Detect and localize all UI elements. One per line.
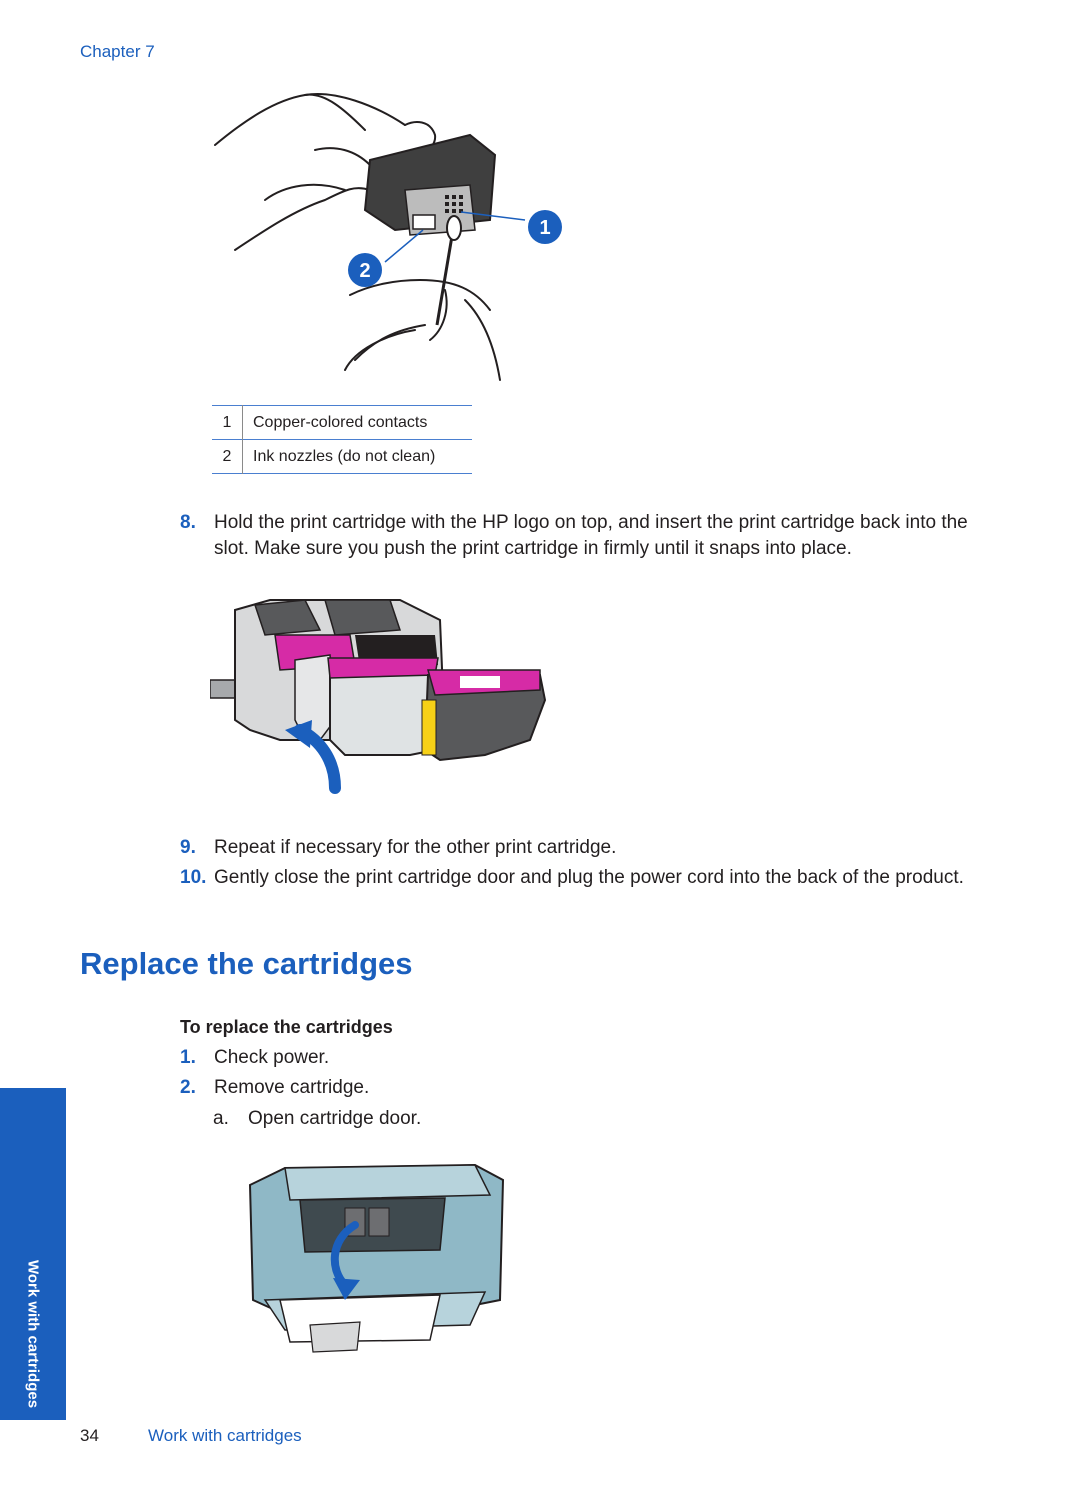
procedure-step-1: 1. Check power. <box>180 1045 780 1071</box>
step-number: 10. <box>180 867 207 888</box>
step-text: Hold the print cartridge with the HP log… <box>214 512 968 559</box>
step-number: 8. <box>180 512 196 533</box>
step-text: Repeat if necessary for the other print … <box>214 837 617 858</box>
printer-open-door-illustration <box>248 1163 505 1353</box>
procedure-substep-a: a. Open cartridge door. <box>213 1106 773 1132</box>
procedure-step-2: 2. Remove cartridge. <box>180 1075 780 1101</box>
callout-2: 2 <box>359 260 370 282</box>
page-number: 34 <box>80 1426 99 1445</box>
step-8: 8. Hold the print cartridge with the HP … <box>180 510 990 566</box>
callout-1: 1 <box>539 217 550 239</box>
step-number: 2. <box>180 1077 196 1098</box>
footer-chapter-title: Work with cartridges <box>148 1426 302 1445</box>
cartridge-insert-illustration <box>210 599 547 794</box>
procedure-title: To replace the cartridges <box>180 1017 393 1037</box>
chapter-header: Chapter 7 <box>80 42 155 61</box>
legend-text: Ink nozzles (do not clean) <box>253 447 436 465</box>
legend-row: 2 Ink nozzles (do not clean) <box>212 439 472 474</box>
figure-legend: 1 Copper-colored contacts 2 Ink nozzles … <box>212 405 472 474</box>
legend-row: 1 Copper-colored contacts <box>212 405 472 440</box>
step-9: 9. Repeat if necessary for the other pri… <box>180 835 990 861</box>
step-text: Remove cartridge. <box>214 1077 370 1098</box>
legend-num: 2 <box>212 439 243 474</box>
legend-text: Copper-colored contacts <box>253 413 428 431</box>
step-10: 10. Gently close the print cartridge doo… <box>180 865 990 921</box>
step-text: Check power. <box>214 1047 330 1068</box>
step-number: 9. <box>180 837 196 858</box>
section-title: Replace the cartridges <box>80 946 413 981</box>
substep-text: Open cartridge door. <box>248 1108 422 1129</box>
chapter-sidebar-tab: Work with cartridges <box>0 1088 66 1420</box>
cartridge-cleaning-illustration: 1 2 <box>214 93 562 381</box>
legend-num: 1 <box>212 405 243 440</box>
sidebar-tab-label: Work with cartridges <box>24 1259 42 1409</box>
substep-letter: a. <box>213 1108 229 1129</box>
step-number: 1. <box>180 1047 196 1068</box>
step-text: Gently close the print cartridge door an… <box>214 867 964 888</box>
